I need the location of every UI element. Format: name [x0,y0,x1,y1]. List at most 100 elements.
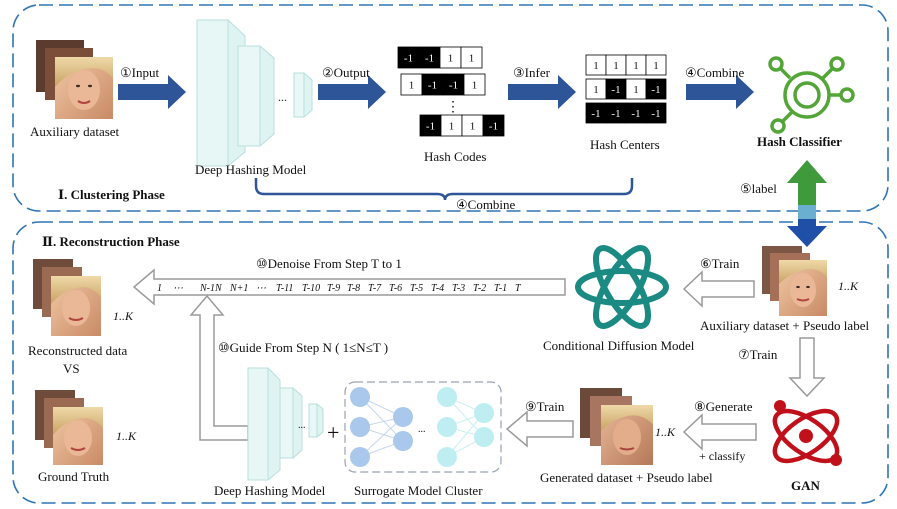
step-token: N [214,283,223,294]
reconstructed-images [33,259,101,336]
surrogate-cluster-label: Surrogate Model Cluster [354,483,483,498]
step-token: 1 [157,283,162,294]
hash-code-cell-value: 1 [469,53,475,65]
surrogate-dots: ... [418,424,426,435]
aux-pseudo-images [762,246,827,316]
hash-code-cell-value: 1 [472,80,478,92]
auxiliary-dataset-images [36,40,113,119]
deep-hashing-model-label-p2: Deep Hashing Model [214,483,326,498]
output-arrow [318,75,386,109]
step-combine-bottom-label: ④Combine [456,197,516,212]
guide-arrow [189,294,249,441]
hash-center-cell-value: 1 [593,84,599,96]
step-token: T-3 [452,283,465,294]
train7-label: ⑦Train [738,347,778,362]
hash-code-cell-value: -1 [404,53,413,65]
codes-vdots: ⋮ [446,100,460,115]
k-index-generated: 1..K [655,425,676,439]
hash-code-cell-value: -1 [428,80,437,92]
hash-code-cell [463,73,486,96]
hash-code-cell-value: -1 [426,121,435,133]
deep-hashing-model-p1 [196,19,313,167]
clustering-phase-box [12,4,889,212]
hash-center-cell-value: 1 [633,60,639,72]
k-index-reconstructed: 1..K [113,309,134,323]
hash-code-cell [482,114,505,137]
model-dots-p2: ... [298,420,306,431]
model-dots-p1: ... [278,90,287,104]
clustering-phase-title: Ⅰ. Clustering Phase [58,187,165,202]
hash-code-cell [460,46,483,69]
step-token: T-6 [389,283,402,294]
step-token: T-10 [302,283,320,294]
train7-arrow [788,337,826,398]
hash-center-cell-value: -1 [611,108,620,120]
generate8-label: ⑧Generate [694,399,753,414]
step-token: T-2 [473,283,486,294]
plus-sign: + [327,420,339,445]
train9-arrow [505,410,574,448]
denoise-arrow [132,268,566,306]
hash-centers-label: Hash Centers [590,137,660,152]
aux-pseudo-label: Auxiliary dataset + Pseudo label [700,318,869,333]
step-token: T-9 [327,283,340,294]
gan-icon [772,400,842,466]
denoise-label: ⑩Denoise From Step T to 1 [256,256,402,271]
train9-label: ⑨Train [525,399,565,414]
generated-dataset-label: Generated dataset + Pseudo label [540,470,713,485]
step-token: T-7 [368,283,382,294]
combine-arrow [686,75,754,109]
vs-label: VS [63,361,80,376]
ground-truth-images [35,390,103,465]
gan-label: GAN [791,478,821,493]
input-arrow [118,75,186,109]
train6-arrow [682,270,755,308]
k-index-ground-truth: 1..K [116,429,137,443]
hash-center-cell [645,102,667,124]
hash-center-cell [645,54,667,76]
surrogate-network-b [437,387,494,467]
step-combine-label: ④Combine [685,65,745,80]
ground-truth-label: Ground Truth [38,469,110,484]
hash-center-cell-value: 1 [653,60,659,72]
step-token: T-4 [431,283,444,294]
hash-center-cell-value: -1 [591,108,600,120]
hash-code-cell-value: 1 [470,121,476,133]
surrogate-cluster-box [344,381,502,473]
step-token: T-5 [410,283,423,294]
step-infer-label: ③Infer [513,65,551,80]
surrogate-network-a [350,387,413,467]
hash-center-cell-value: -1 [651,108,660,120]
k-index-aux: 1..K [838,279,859,293]
reconstruction-phase-box [12,221,889,504]
guide-label: ⑩Guide From Step N ( 1≤N≤T ) [218,340,388,355]
step-token: N-1 [199,283,215,294]
diffusion-model-label: Conditional Diffusion Model [543,338,695,353]
auxiliary-dataset-label: Auxiliary dataset [30,124,120,139]
hash-center-cell [645,78,667,100]
step-output-label: ②Output [322,65,370,80]
step-token: T-8 [347,283,360,294]
deep-hashing-model-p2 [247,367,324,481]
hash-classifier-label: Hash Classifier [757,134,842,149]
step-token: ⋯ [256,283,266,294]
step-token: N+1 [229,283,248,294]
hash-code-cell-value: 1 [449,121,455,133]
classify-label: + classify [699,449,745,463]
hash-code-cell-value: 1 [448,53,454,65]
infer-arrow [508,75,576,109]
reconstruction-phase-title: Ⅱ. Reconstruction Phase [42,234,180,249]
step-token: T [515,283,522,294]
reconstructed-label: Reconstructed data [28,343,127,358]
hash-center-cell-value: -1 [631,108,640,120]
hash-center-cell-value: 1 [633,84,639,96]
train6-label: ⑥Train [700,256,740,271]
hash-codes-label: Hash Codes [424,149,486,164]
step-token: T-11 [276,283,293,294]
hash-center-cell-value: -1 [651,84,660,96]
hash-center-cell-value: 1 [593,60,599,72]
